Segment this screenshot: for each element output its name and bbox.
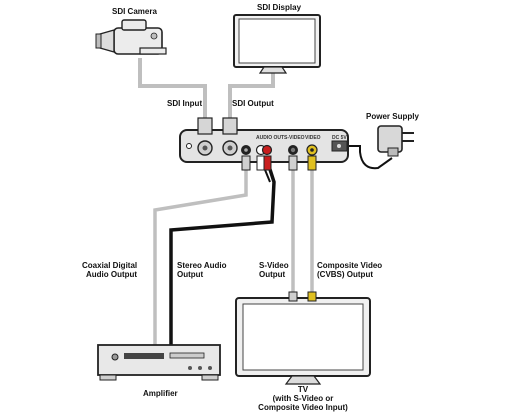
sdi-camera-icon [95, 19, 167, 55]
label-sdi-display: SDI Display [257, 3, 302, 12]
label-coaxial-2: Audio Output [86, 270, 137, 279]
panel-label-s-video: S-VIDEO [284, 135, 305, 141]
sdi-input-port [197, 117, 213, 156]
power-supply-icon [377, 125, 414, 157]
label-tv-2: (with S-Video or [273, 394, 334, 403]
sdi-output-cable [228, 70, 275, 128]
label-tv-3: Composite Video Input) [258, 403, 348, 412]
panel-label-video: VIDEO [305, 135, 321, 141]
label-svideo-1: S-Video [259, 261, 289, 270]
coaxial-port [241, 145, 251, 155]
s-video-port [288, 145, 298, 155]
label-tv-1: TV [298, 385, 309, 394]
connector-plugs [241, 155, 317, 171]
label-svideo-2: Output [259, 270, 286, 279]
label-power-supply: Power Supply [366, 112, 419, 121]
label-sdi-output: SDI Output [232, 99, 274, 108]
amplifier-icon [97, 344, 221, 381]
label-composite-1: Composite Video [317, 261, 382, 270]
label-composite-2: (CVBS) Output [317, 270, 373, 279]
converter-device: AUDIO OUT S-VIDEO VIDEO DC 5V [179, 117, 349, 163]
panel-label-audio-out: AUDIO OUT [256, 135, 284, 141]
label-sdi-input: SDI Input [167, 99, 202, 108]
sdi-input-cable [138, 58, 207, 128]
tv-icon [235, 291, 371, 385]
panel-label-dc: DC 5V [332, 135, 347, 141]
sdi-display-icon [233, 14, 321, 74]
power-cable [347, 145, 393, 170]
stereo-audio-ports [255, 144, 273, 156]
stereo-audio-cable [169, 159, 276, 348]
label-sdi-camera: SDI Camera [112, 7, 157, 16]
dc-power-port [331, 140, 348, 152]
label-coaxial-1: Coaxial Digital [82, 261, 137, 270]
coaxial-audio-cable [153, 160, 248, 348]
composite-video-port [306, 144, 318, 156]
label-stereo-1: Stereo Audio [177, 261, 227, 270]
label-stereo-2: Output [177, 270, 204, 279]
label-amplifier: Amplifier [143, 389, 178, 398]
sdi-output-port [222, 117, 238, 156]
